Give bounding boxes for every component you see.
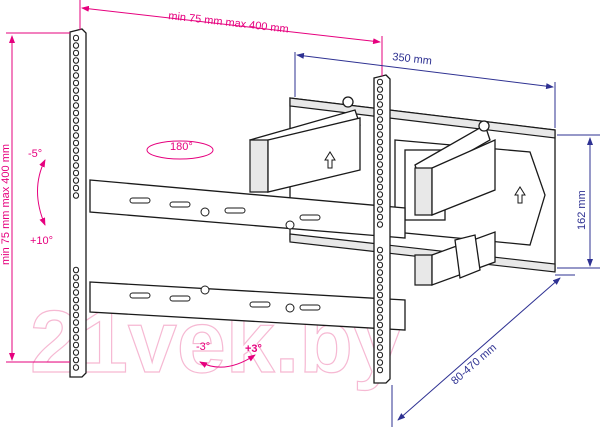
mounting-hole [72, 87, 80, 94]
mounting-hole [376, 168, 384, 176]
wall-plate-height-dimension: 162 mm [557, 134, 600, 269]
vesa-vertical-dimension: min 75 mm max 400 mm [0, 32, 70, 363]
mounting-hole [376, 183, 384, 191]
tv-vertical-rail-left [69, 28, 87, 378]
mounting-hole [72, 94, 80, 102]
mounting-hole [376, 344, 384, 351]
mounting-hole [376, 191, 384, 198]
mounting-hole [376, 146, 384, 153]
mounting-hole [376, 213, 384, 221]
mounting-hole [72, 326, 80, 334]
mounting-hole [376, 86, 384, 93]
tv-horizontal-bars [89, 179, 406, 331]
mounting-hole [376, 206, 384, 213]
mounting-hole [72, 334, 80, 341]
wall-plate-height-label: 162 mm [576, 190, 588, 230]
tilt-down-label: +10° [30, 235, 53, 247]
mounting-hole [376, 123, 384, 131]
mounting-hole [376, 351, 384, 359]
swivel-indicator: 180° [146, 140, 214, 160]
mounting-hole [376, 101, 384, 108]
mounting-hole [72, 266, 80, 274]
mounting-hole [72, 192, 80, 199]
mounting-hole [72, 184, 80, 192]
vesa-vertical-label: min 75 mm max 400 mm [0, 144, 12, 265]
mounting-hole [72, 162, 80, 169]
level-minus-label: -3° [196, 341, 210, 353]
mounting-hole [376, 246, 384, 254]
level-plus-label: +3° [245, 343, 262, 355]
mounting-hole [376, 261, 384, 269]
extension-dimension: 80-470 mm [391, 274, 575, 427]
vesa-horizontal-dimension: min 75 mm max 400 mm [79, 0, 383, 76]
mounting-hole [376, 254, 384, 261]
mounting-hole [72, 364, 80, 371]
mounting-hole [376, 198, 384, 206]
mounting-hole [72, 311, 80, 319]
mounting-hole [72, 319, 80, 326]
mounting-hole [376, 284, 384, 291]
mounting-hole [376, 176, 384, 183]
mounting-hole [72, 281, 80, 289]
mounting-hole [72, 117, 80, 124]
mounting-hole [376, 108, 384, 116]
mounting-hole [376, 336, 384, 344]
extension-label: 80-470 mm [449, 342, 499, 388]
mounting-hole [72, 296, 80, 304]
mounting-hole [72, 102, 80, 109]
mounting-hole [376, 78, 384, 86]
mounting-hole [376, 269, 384, 276]
mounting-hole [376, 116, 384, 123]
mounting-hole [376, 299, 384, 306]
mounting-hole [72, 177, 80, 184]
mounting-hole [72, 42, 80, 49]
wall-plate-width-label: 350 mm [392, 51, 433, 67]
mounting-hole [72, 124, 80, 132]
mounting-hole [72, 64, 80, 72]
mounting-hole [376, 306, 384, 314]
mounting-hole [376, 359, 384, 366]
mounting-hole [376, 153, 384, 161]
mounting-hole [72, 341, 80, 349]
mounting-hole [72, 34, 80, 42]
mounting-hole [376, 161, 384, 168]
mounting-hole [376, 93, 384, 101]
mounting-hole [72, 154, 80, 162]
mounting-hole [376, 221, 384, 228]
mounting-hole [72, 274, 80, 281]
mounting-hole [72, 49, 80, 57]
mounting-hole [72, 57, 80, 64]
mounting-hole [72, 349, 80, 356]
mounting-hole [72, 109, 80, 117]
mounting-hole [376, 321, 384, 329]
tilt-indicator: -5° +10° [28, 148, 53, 247]
mounting-hole [376, 276, 384, 284]
mounting-hole [72, 289, 80, 296]
mounting-hole [376, 131, 384, 138]
mounting-hole [376, 138, 384, 146]
vesa-horizontal-label: min 75 mm max 400 mm [168, 10, 290, 36]
mounting-hole [376, 314, 384, 321]
mounting-hole [72, 304, 80, 311]
mounting-hole [376, 291, 384, 299]
tv-vertical-rail-right [373, 74, 391, 384]
mounting-hole [72, 139, 80, 147]
mounting-hole [72, 79, 80, 87]
mounting-hole [72, 147, 80, 154]
mounting-hole [72, 72, 80, 79]
articulating-arms [249, 96, 526, 286]
mounting-hole [72, 169, 80, 177]
swivel-label: 180° [170, 141, 193, 153]
mounting-hole [72, 356, 80, 364]
mounting-hole [72, 132, 80, 139]
mounting-hole [376, 329, 384, 336]
tilt-up-label: -5° [28, 148, 42, 160]
wall-plate-width-dimension: 350 mm [294, 51, 556, 128]
level-indicator: -3° +3° [196, 341, 262, 368]
mounting-hole [376, 366, 384, 374]
